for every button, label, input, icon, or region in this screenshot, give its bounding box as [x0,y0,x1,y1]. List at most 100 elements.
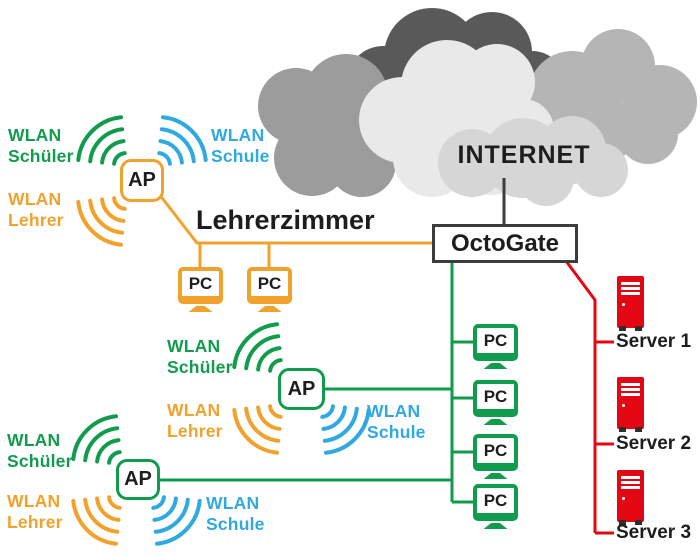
pc-monitor-icon: PC [473,380,518,417]
pc-monitor-icon: PC [473,484,518,521]
pc-stand-icon [257,306,282,312]
room-label-lehrerzimmer: Lehrerzimmer [196,205,375,235]
wifi-arcs-lehrer [76,196,127,247]
wlan-line1: WLAN [211,125,265,145]
wlan-line1: WLAN [8,189,62,209]
pc-monitor-icon: PC [178,267,223,304]
ap-box-1: AP [120,159,164,202]
wlan-line2: Lehrer [8,210,64,230]
pc-workstation-lan-2: PC [473,380,518,425]
server-foot-icon [635,520,642,525]
wlan-line1: WLAN [7,491,61,511]
server-icon-3 [617,470,644,525]
wlan-line1: WLAN [8,125,62,145]
server-bay-icon [621,393,640,396]
internet-label: INTERNET [457,141,591,169]
internet-cloud [258,8,697,206]
pc-label: PC [188,273,213,293]
server-foot-icon [635,326,642,331]
wlan-line2: Schüler [167,357,233,377]
ap-box-3: AP [116,459,160,500]
wlan-label-schueler: WLAN Schüler [8,125,74,167]
pc-workstation-lehrerzimmer-1: PC [178,267,223,312]
wlan-label-schule: WLAN Schule [211,125,270,167]
server-foot-icon [619,520,626,525]
ap1-room-line [157,193,432,245]
server-bay-icon [621,383,640,386]
wlan-line2: Schüler [7,451,73,471]
server-bay-icon [621,486,640,489]
server-bay-icon [621,287,640,290]
pc-monitor-icon: PC [473,434,518,471]
server-foot-icon [619,326,626,331]
pc-label: PC [483,386,508,406]
server-foot-icon [619,427,626,432]
server-label-1: Server 1 [616,331,692,352]
wlan-line2: Schule [211,146,270,166]
server-bay-icon [621,481,640,484]
wlan-line1: WLAN [7,430,61,450]
wifi-arcs-schueler [76,115,127,166]
server-trunk-line [564,260,597,533]
wlan-line2: Lehrer [167,421,223,441]
wlan-line1: WLAN [206,493,260,513]
pc-stand-icon [483,419,508,425]
pc-label: PC [257,273,282,293]
pc-monitor-icon: PC [247,267,292,304]
wlan-label-schule: WLAN Schule [367,401,426,443]
wlan-line1: WLAN [167,336,221,356]
ap-label: AP [128,169,156,191]
server-icon-1 [617,276,644,331]
pc-monitor-icon: PC [473,324,518,361]
wlan-label-schueler: WLAN Schüler [7,430,73,472]
wlan-label-lehrer: WLAN Lehrer [167,400,223,442]
server-icon-2 [617,377,644,432]
wlan-line2: Schule [206,514,265,534]
wlan-line2: Schüler [8,146,74,166]
server-label-2: Server 2 [616,433,692,454]
network-lines [157,178,614,535]
pc-workstation-lan-1: PC [473,324,518,369]
wlan-line2: Lehrer [7,512,63,532]
pc-workstation-lan-3: PC [473,434,518,479]
wlan-line1: WLAN [367,401,421,421]
ap-label: AP [124,468,152,490]
server-led-icon [622,497,625,500]
wifi-arcs-lehrer [232,404,283,455]
server-bay-icon [621,282,640,285]
server-bay-icon [621,292,640,295]
pc-stand-icon [188,306,213,312]
wlan-label-schueler: WLAN Schüler [167,336,233,378]
pc-label: PC [483,490,508,510]
wlan-label-lehrer: WLAN Lehrer [7,491,63,533]
server-led-icon [622,303,625,306]
pc-stand-icon [483,473,508,479]
wlan-label-lehrer: WLAN Lehrer [8,189,64,231]
pc-label: PC [483,330,508,350]
wifi-signals [71,115,371,546]
wifi-arcs-schueler [71,414,122,465]
octogate-label: OctoGate [450,229,560,257]
server-label-3: Server 3 [616,522,692,543]
pc-workstation-lan-4: PC [473,484,518,529]
wlan-line1: WLAN [167,400,221,420]
server-bay-icon [621,476,640,479]
wlan-line2: Schule [367,422,426,442]
pc-label: PC [483,440,508,460]
wifi-arcs-schule [151,495,202,546]
wifi-arcs-schueler [232,322,283,373]
pc-workstation-lehrerzimmer-2: PC [247,267,292,312]
pc-stand-icon [483,363,508,369]
ap-box-2: AP [278,368,325,410]
server-led-icon [622,404,625,407]
pc-stand-icon [483,523,508,529]
ap-label: AP [287,377,316,400]
wifi-arcs-lehrer [71,495,122,546]
wifi-arcs-schule [157,115,208,166]
server-bay-icon [621,388,640,391]
octogate-box: OctoGate [432,224,578,263]
wifi-arcs-schule [320,404,371,455]
wlan-label-schule: WLAN Schule [206,493,265,535]
